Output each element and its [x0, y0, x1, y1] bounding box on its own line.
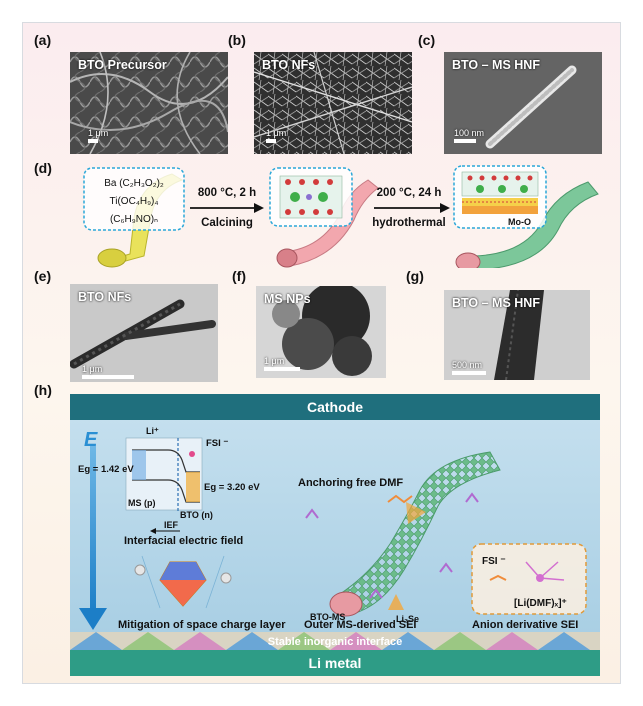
panel-d-synthesis-schematic: Ba (C₂H₃O₂)₂ Ti(OC₄H₉)₄ (C₆H₉NO)ₙ 800 °C…	[83, 165, 599, 268]
eg-ms-label: Eg = 1.42 eV	[78, 464, 134, 475]
panel-f-title: MS NPs	[264, 292, 311, 306]
outer-sei-label: Outer MS-derived SEI	[304, 619, 416, 631]
li2se-arrow	[388, 594, 404, 610]
stable-interface-label: Stable inorganic interface	[268, 636, 402, 648]
panel-h-label: (h)	[34, 382, 52, 398]
precursor-2: Ti(OC₄H₉)₄	[110, 196, 159, 207]
step1-condition: 800 °C, 2 h	[198, 187, 256, 199]
band-diagram	[125, 437, 203, 512]
space-charge-crystal	[134, 555, 232, 609]
solvation-label: [Li(DMF)ₓ]⁺	[514, 598, 567, 609]
panel-c-title: BTO – MS HNF	[452, 58, 540, 72]
panel-b-label: (b)	[228, 32, 246, 48]
ief-arrow-head	[150, 528, 156, 534]
anion-sei-label: Anion derivative SEI	[472, 619, 578, 631]
panel-a-sem-image: BTO Precursor 1 μm	[70, 52, 228, 154]
precursor-1: Ba (C₂H₃O₂)₂	[104, 178, 164, 189]
precursor-3: (C₆H₉NO)ₙ	[110, 214, 158, 225]
panel-e-scale-line	[82, 375, 134, 379]
li-metal-label: Li metal	[309, 655, 362, 671]
panel-c-label: (c)	[418, 32, 436, 48]
panel-e-scale-bar: 1 μm	[82, 364, 134, 379]
solvation-cluster	[489, 561, 565, 582]
hnf-fiber	[455, 181, 599, 268]
sei-layer	[70, 632, 600, 650]
arrow-calcining-head	[254, 203, 264, 213]
panel-g-title: BTO – MS HNF	[452, 296, 540, 310]
arrow-hydrothermal-head	[440, 203, 450, 213]
panel-e-scale-text: 1 μm	[82, 364, 103, 374]
panel-c-micrograph	[444, 52, 602, 154]
panel-g-micrograph	[444, 290, 590, 380]
li-ion-label: Li⁺	[146, 426, 159, 436]
step2-condition: 200 °C, 24 h	[377, 187, 442, 199]
panel-a-scale-line	[88, 139, 98, 143]
bto-fiber	[276, 179, 379, 268]
panel-c-scale-text: 100 nm	[454, 128, 485, 138]
panel-d-label: (d)	[34, 160, 52, 176]
space-charge-label: Mitigation of space charge layer	[118, 619, 286, 631]
panel-f-micrograph	[256, 286, 386, 378]
panel-c-sem-image: BTO – MS HNF 100 nm	[444, 52, 602, 154]
bond-label: Mo-O	[508, 217, 531, 227]
hnf-crystal-structure	[461, 171, 539, 214]
panel-g-tem-image: BTO – MS HNF 500 nm	[444, 290, 590, 380]
panel-a-title: BTO Precursor	[78, 58, 167, 72]
panel-e-title: BTO NFs	[78, 290, 132, 304]
panel-a-micrograph	[70, 52, 228, 154]
ms-p-label: MS (p)	[128, 498, 156, 508]
field-symbol: E	[84, 429, 98, 451]
li-metal-band	[70, 650, 600, 676]
panel-e-micrograph	[70, 284, 218, 382]
fsi-label: FSI ⁻	[206, 438, 228, 449]
bto-n-label: BTO (n)	[180, 510, 213, 520]
panel-b-scale-text: 1 μm	[266, 128, 287, 138]
cathode-band	[70, 394, 600, 420]
panel-f-scale-text: 1 μm	[264, 356, 285, 366]
interfacial-field-label: Interfacial electric field	[124, 535, 243, 547]
hnf-fiber-large	[329, 451, 501, 617]
bto-crystal-structure	[279, 175, 343, 219]
precursor-box	[83, 167, 185, 231]
panel-h-mechanism-schematic: Cathode E Li⁺ FSI ⁻ Eg = 1.42 eV Eg = 3.…	[70, 394, 600, 676]
panel-f-scale-bar: 1 μm	[264, 356, 300, 371]
panel-b-scale-bar: 1 μm	[266, 128, 286, 143]
panel-b-title: BTO NFs	[262, 58, 316, 72]
panel-g-scale-text: 500 nm	[452, 360, 483, 370]
panel-f-label: (f)	[232, 268, 246, 284]
panel-f-scale-line	[264, 367, 300, 371]
li2se-label: Li₂Se	[396, 614, 419, 624]
anchoring-arrow	[406, 502, 426, 524]
panel-f-tem-image: MS NPs 1 μm	[256, 286, 386, 378]
panel-g-label: (g)	[406, 268, 424, 284]
panel-e-tem-image: BTO NFs 1 μm	[70, 284, 218, 382]
step1-name: Calcining	[201, 217, 253, 229]
fsi-inset-label: FSI ⁻	[482, 556, 506, 567]
panel-b-scale-line	[266, 139, 276, 143]
panel-a-scale-text: 1 μm	[88, 128, 109, 138]
panel-c-scale-line	[454, 139, 476, 143]
field-arrow-head	[79, 608, 107, 630]
panel-a-scale-bar: 1 μm	[88, 128, 108, 143]
eg-bto-label: Eg = 3.20 eV	[204, 482, 260, 493]
panel-g-scale-line	[452, 371, 486, 375]
panel-e-label: (e)	[34, 268, 52, 284]
panel-g-scale-bar: 500 nm	[452, 360, 486, 375]
panel-b-micrograph	[254, 52, 412, 154]
panel-c-scale-bar: 100 nm	[454, 128, 484, 143]
ief-label: IEF	[164, 520, 179, 530]
panel-a-label: (a)	[34, 32, 52, 48]
dmf-molecules	[305, 492, 479, 599]
bto-ms-label: BTO-MS	[310, 612, 345, 622]
anchoring-label: Anchoring free DMF	[298, 477, 403, 489]
field-arrow-shaft	[90, 444, 96, 614]
panel-b-sem-image: BTO NFs 1 μm	[254, 52, 412, 154]
step2-name: hydrothermal	[372, 217, 446, 229]
cathode-label: Cathode	[307, 399, 363, 415]
